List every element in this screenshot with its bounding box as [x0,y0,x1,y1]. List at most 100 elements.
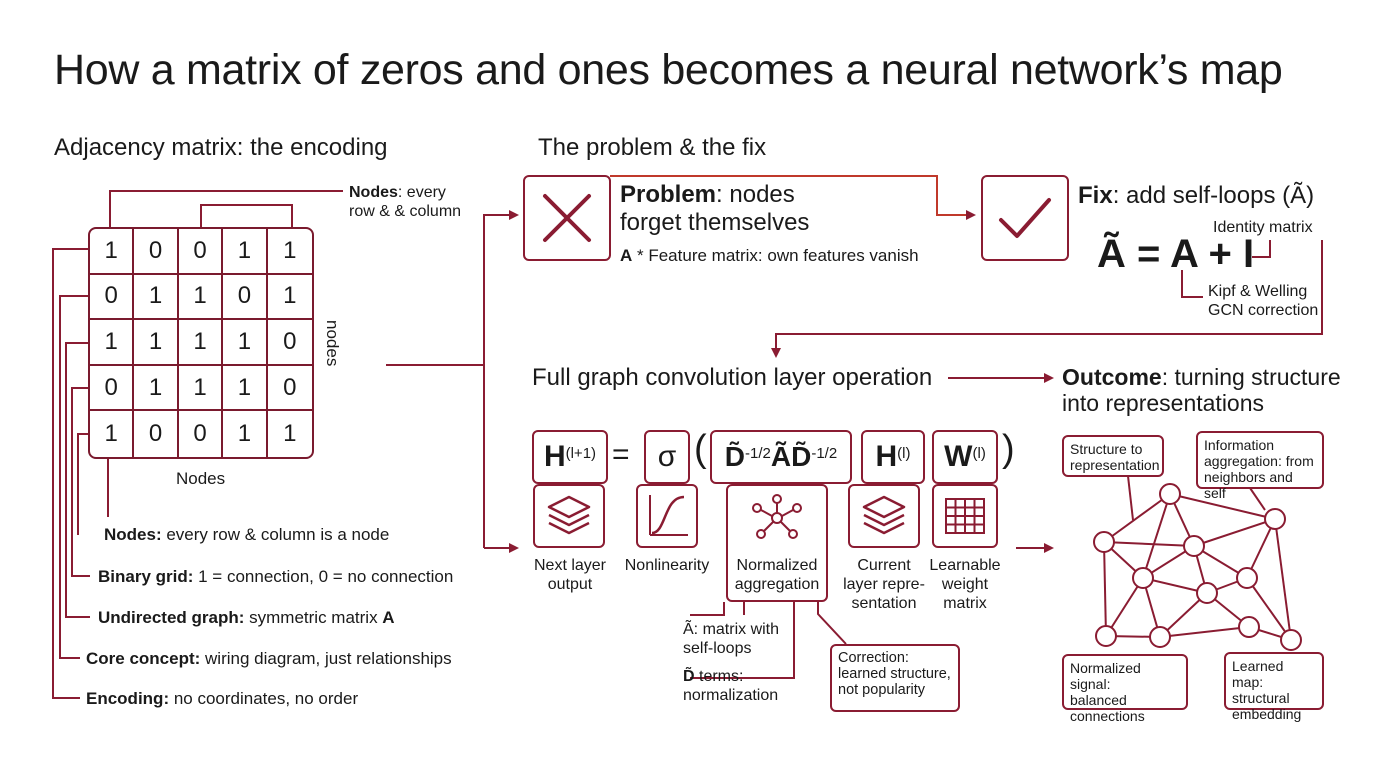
sigmoid-icon-box [636,484,698,548]
matrix-cell: 0 [134,229,179,275]
top-callout-rest: : every [397,184,446,201]
fix-icon-box [981,175,1069,261]
outcome-line2: into representations [1062,390,1265,416]
layers-icon [862,495,906,535]
correction-3: not popularity [838,682,926,698]
problem-line1: : nodes [716,181,795,208]
problem-fix-heading: The problem & the fix [538,134,767,161]
note-binary-grid: Binary grid: 1 = connection, 0 = no conn… [98,567,453,586]
note-d-tilde-1: terms: [694,668,744,685]
note-d-tilde: D̃ terms: normalization [683,667,778,705]
callout-normalized-3: connections [1070,708,1145,724]
dad-d1: D̃ [724,441,746,472]
matrix-cell: 1 [223,229,268,275]
term-w-base: W [944,440,973,473]
problem-note-text: * Feature matrix: own features vanish [632,246,919,265]
term-h-next-sup: (l+1) [565,444,597,462]
caption-weight-3: matrix [943,595,987,612]
correction-2: learned structure, [838,666,951,682]
note-a-tilde-2: self-loops [683,640,752,657]
kipf-line1: Kipf & Welling [1208,283,1308,300]
outcome-text: Outcome: turning structure into represen… [1062,364,1341,416]
note-d-tilde-bold: D̃ [683,668,695,685]
adjacency-heading: Adjacency matrix: the encoding [54,134,388,161]
dad-sup1: -1/2 [745,444,771,462]
matrix-cell: 1 [178,274,224,321]
matrix-cell: 0 [178,229,224,275]
note-encoding-text: no coordinates, no order [169,689,359,708]
term-w: W(l) [932,430,998,484]
note-core-bold: Core concept: [86,649,201,668]
layers-icon-box-next [533,484,605,548]
note-a-tilde: Ã: matrix with self-loops [683,620,779,658]
caption-current-1: Current [857,557,911,574]
note-nodes: Nodes: every row & column is a node [104,525,389,544]
matrix-cell: 1 [134,365,179,412]
note-nodes-bold: Nodes: [104,525,162,544]
note-d-tilde-2: normalization [683,687,779,704]
equals-sign: = [612,438,630,471]
note-encoding: Encoding: no coordinates, no order [86,689,358,708]
cross-icon [543,194,591,242]
term-w-sup: (l) [972,444,986,462]
correction-1: Correction: [838,650,909,666]
weight-grid-icon [945,498,985,534]
problem-icon-box [523,175,611,261]
dad-d2: D̃ [791,441,812,472]
sigmoid-curve-icon [649,495,688,536]
page-title: How a matrix of zeros and ones becomes a… [54,46,1283,94]
matrix-cell: 0 [179,411,224,457]
note-a-tilde-1: Ã: matrix with [683,621,780,638]
matrix-cell: 1 [90,229,135,275]
identity-label: Identity matrix [1213,219,1313,236]
matrix-cell: 0 [267,320,312,366]
network-hub-icon [752,494,802,539]
dad-a: Ã [770,441,792,472]
layers-icon-box-current [848,484,920,548]
callout-learned-3: embedding [1232,706,1302,722]
note-core-concept: Core concept: wiring diagram, just relat… [86,649,452,668]
note-binary-text: 1 = connection, 0 = no connection [193,567,454,586]
matrix-cell: 1 [223,320,268,366]
matrix-cell: 0 [223,274,268,321]
matrix-cell: 0 [90,274,135,321]
matrix-cell: 1 [223,365,268,412]
note-undirected: Undirected graph: symmetric matrix A [98,608,395,627]
term-h-base: H [875,440,898,473]
matrix-cell: 0 [134,411,179,457]
matrix-cell: 1 [283,420,297,448]
note-core-text: wiring diagram, just relationships [200,649,452,668]
caption-weight-1: Learnable [929,557,1001,574]
problem-bold: Problem [620,181,717,208]
problem-note-a: A [620,246,633,265]
top-callout: Nodes: every row & & column [349,183,461,221]
correction-callout: Correction:learned structure,not popular… [830,644,960,712]
callout-info-2: aggregation: from [1204,453,1314,469]
problem-note: A * Feature matrix: own features vanish [620,246,919,265]
fix-bold: Fix [1078,182,1113,209]
checkmark-icon [999,198,1051,238]
outcome-line1: : turning structure [1161,364,1341,390]
callout-structure-2: representation [1070,457,1160,473]
callout-normalized-2: balanced [1070,692,1127,708]
note-nodes-text: every row & column is a node [161,525,390,544]
term-h: H(l) [861,430,925,484]
gcn-heading: Full graph convolution layer operation [532,364,933,391]
matrix-cell: 0 [267,366,312,412]
layers-icon [547,495,591,535]
matrix-cell: 1 [134,274,179,321]
problem-line2: forget themselves [620,209,810,236]
callout-normalized-1: Normalized signal: [1070,660,1141,692]
kipf-line2: GCN correction [1208,302,1319,319]
caption-agg-2: aggregation [734,576,820,593]
matrix-cell: 1 [223,411,268,457]
top-callout-bold: Nodes [349,184,398,201]
